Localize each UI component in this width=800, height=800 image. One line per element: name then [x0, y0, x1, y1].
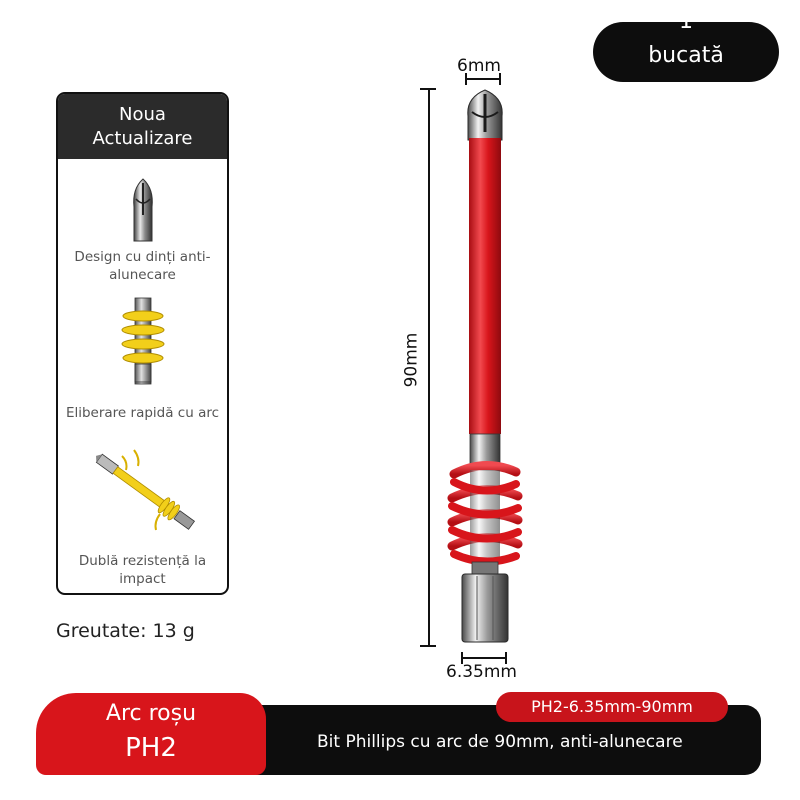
tip-width-tick-right — [499, 73, 501, 85]
phillips-tip-icon — [133, 178, 153, 242]
quantity-number: 1 — [593, 22, 779, 36]
quantity-badge: 1 bucată — [593, 22, 779, 82]
feature-quick-release: Eliberare rapidă cu arc — [58, 404, 227, 422]
shank-width-line — [462, 657, 506, 659]
length-dimension-cap-bottom — [420, 645, 436, 647]
product-description: Bit Phillips cu arc de 90mm, anti-alunec… — [317, 732, 683, 752]
feature-impact-label: Dublă rezistență la impact — [78, 553, 207, 587]
features-card-header: Noua Actualizare — [58, 94, 227, 159]
shank-width-tick-right — [505, 652, 507, 664]
feature-quick-release-label: Eliberare rapidă cu arc — [65, 405, 220, 421]
tip-width-label: 6mm — [457, 56, 501, 76]
features-card: Noua Actualizare Design cu dinți anti-al… — [56, 92, 229, 595]
length-dimension-label: 90mm — [401, 332, 422, 388]
length-dimension-cap-top — [420, 88, 436, 90]
features-card-title: Noua Actualizare — [92, 103, 193, 149]
tip-width-line — [466, 78, 501, 80]
yellow-spring-icon — [121, 297, 165, 385]
quantity-unit: bucată — [648, 42, 724, 68]
length-dimension-line — [428, 89, 430, 646]
shank-width-tick-left — [461, 652, 463, 664]
variant-tab: Arc roșu PH2 — [36, 693, 266, 775]
feature-anti-slip: Design cu dinți anti-alunecare — [58, 248, 227, 284]
impact-bit-icon — [95, 449, 196, 531]
variant-name: Arc roșu — [105, 701, 197, 726]
tip-width-tick-left — [465, 73, 467, 85]
weight-label: Greutate: 13 g — [56, 620, 195, 642]
screwdriver-bit-image — [447, 89, 523, 643]
shank-width-label: 6.35mm — [446, 662, 517, 682]
variant-code: PH2 — [125, 733, 177, 763]
feature-impact: Dublă rezistență la impact — [58, 552, 227, 588]
spec-badge: PH2-6.35mm-90mm — [496, 692, 728, 722]
feature-anti-slip-label: Design cu dinți anti-alunecare — [74, 249, 211, 283]
